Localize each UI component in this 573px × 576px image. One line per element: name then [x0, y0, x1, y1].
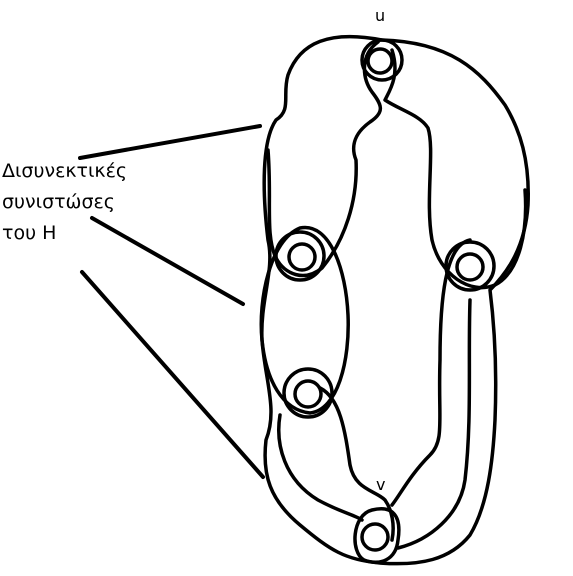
vertex-u-label: u: [375, 6, 386, 25]
cut-vertex-right-inner: [455, 252, 485, 282]
component-middle-left: [259, 225, 350, 415]
cut-vertex-left-lower-outer: [282, 367, 334, 419]
vertex-v-inner: [360, 522, 390, 552]
caption-line-1: Δισυνεκτικές: [2, 160, 128, 182]
cut-vertex-left-upper-outer: [274, 230, 326, 282]
component-upper-left: [266, 40, 383, 278]
cut-vertex-left-lower-inner: [293, 379, 323, 409]
caption-line-2: συνιστώσες: [2, 191, 115, 213]
vertex-v-outer: [353, 507, 401, 564]
edge-to-v-left: [277, 413, 364, 522]
component-lower-left: [318, 386, 395, 542]
edge-to-v-right: [396, 298, 472, 550]
caption-line-3: του H: [2, 222, 57, 244]
vertex-u-inner: [366, 47, 394, 75]
caption-biconnected-components: Δισυνεκτικές συνιστώσες του H: [2, 156, 127, 249]
pointer-line-top: [78, 124, 262, 160]
vertex-u-outer: [360, 38, 404, 82]
vertex-v-label: v: [376, 475, 386, 494]
cut-vertex-right-outer: [444, 240, 496, 292]
pointer-line-middle: [90, 216, 245, 306]
outer-boundary: [260, 34, 531, 566]
cut-vertex-left-upper-inner: [287, 242, 317, 272]
component-upper-right: [383, 48, 528, 290]
pointer-line-bottom: [80, 270, 265, 479]
